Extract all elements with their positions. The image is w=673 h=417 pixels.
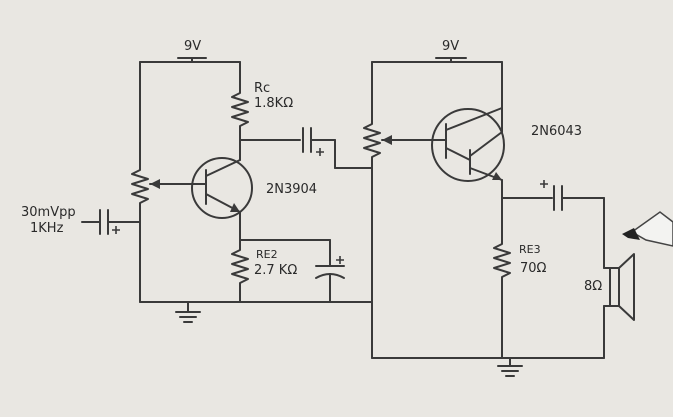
transistor-q1 xyxy=(189,157,253,241)
emitter-network-q1 xyxy=(231,239,345,303)
rc-value-label: 1.8KΩ xyxy=(254,96,294,111)
pen-icon xyxy=(622,211,673,247)
q1-part-label: 2N3904 xyxy=(266,182,318,197)
potentiometer-right xyxy=(363,119,435,359)
q1-collector-wire xyxy=(239,139,301,161)
speaker-icon xyxy=(603,253,635,359)
output-capacitor xyxy=(540,180,605,269)
re2-value-label: 2.7 KΩ xyxy=(254,263,298,278)
transistor-q2 xyxy=(431,99,505,199)
supply-rail-right xyxy=(371,57,503,121)
supply-label-right: 9V xyxy=(442,39,460,54)
input-capacitor xyxy=(81,209,141,235)
output-stage xyxy=(493,197,553,359)
speaker-value-label: 8Ω xyxy=(584,279,603,294)
ground-bus-right xyxy=(371,357,605,377)
rc-name-label: Rc xyxy=(254,81,271,96)
resistor-re2 xyxy=(231,239,249,303)
supply-rail-left xyxy=(139,57,241,166)
ground-bus-left xyxy=(139,219,373,323)
resistor-rc xyxy=(231,87,249,141)
potentiometer-left xyxy=(131,164,191,221)
input-frequency-label: 1KHz xyxy=(30,221,64,236)
coupling-capacitor xyxy=(302,127,373,169)
input-amplitude-label: 30mVpp xyxy=(21,205,76,220)
resistor-re3 xyxy=(493,197,511,359)
supply-label-left: 9V xyxy=(184,39,202,54)
q2-part-label: 2N6043 xyxy=(531,124,583,139)
re3-name-label: RE3 xyxy=(519,243,541,256)
re2-name-label: RE2 xyxy=(256,248,278,261)
re3-value-label: 70Ω xyxy=(520,261,547,276)
